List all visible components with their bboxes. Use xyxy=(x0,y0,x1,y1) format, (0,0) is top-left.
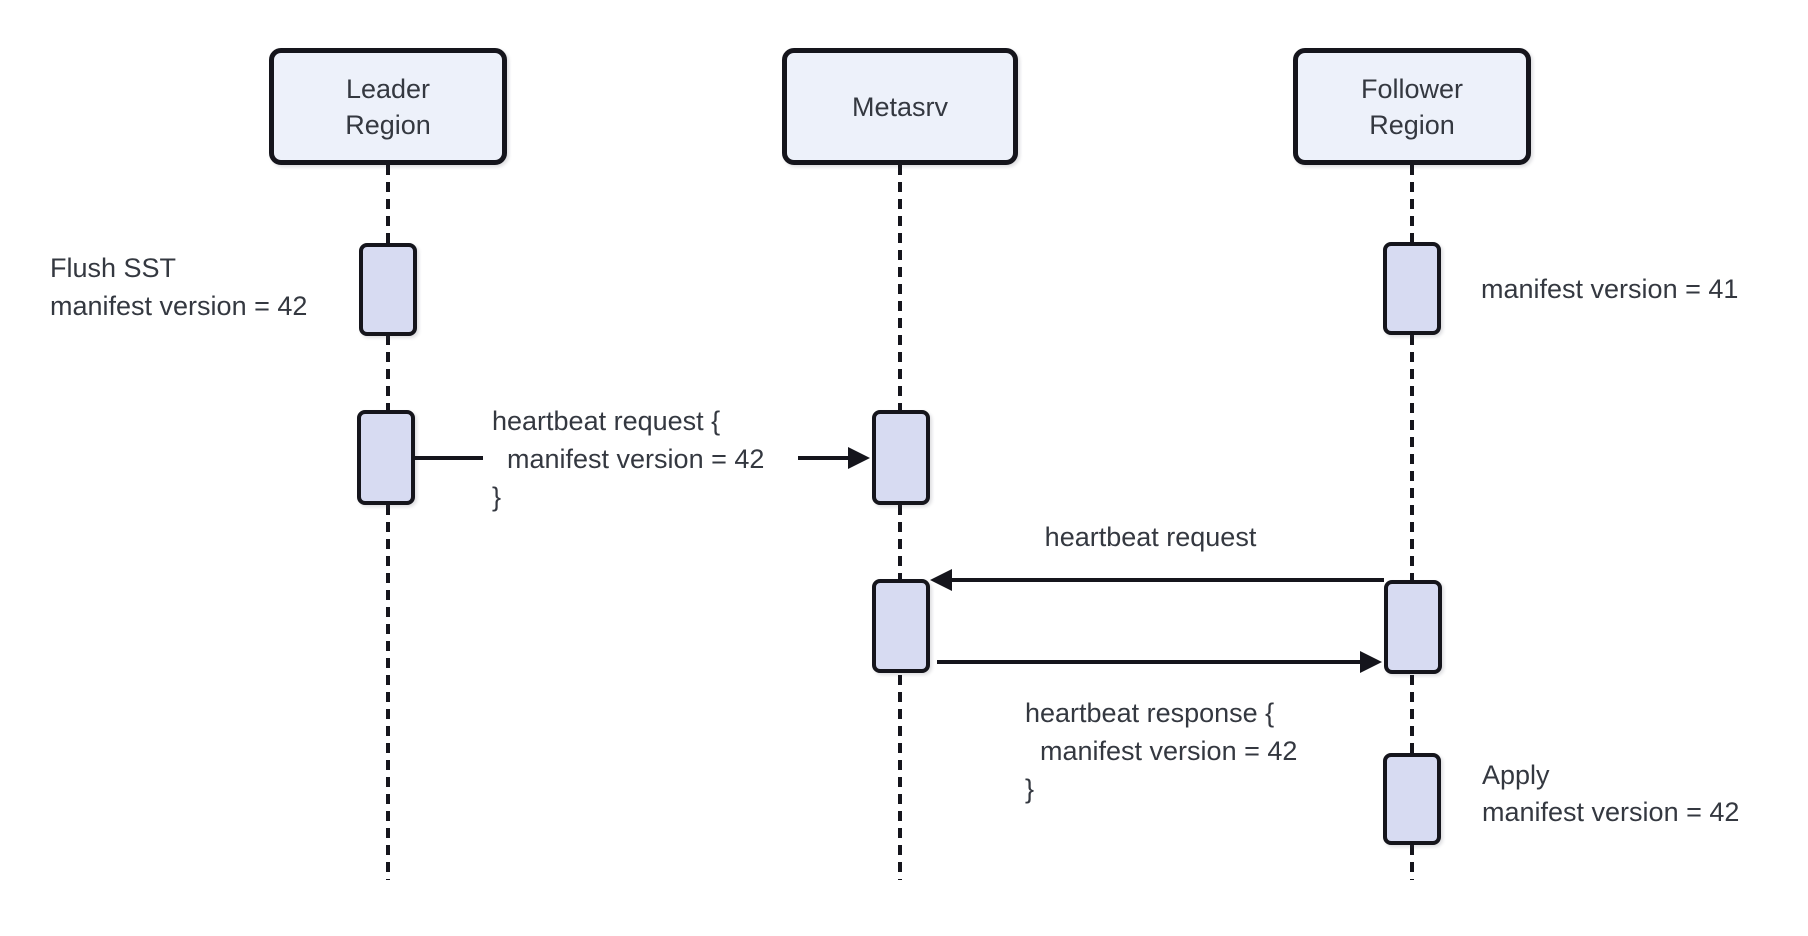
message-1-line-left xyxy=(415,456,483,460)
participant-leader-region-label: Leader Region xyxy=(345,73,431,140)
arrowhead-right-icon xyxy=(848,447,870,469)
message-3-label: heartbeat response { manifest version = … xyxy=(1025,698,1298,804)
note-apply-manifest-42: Apply manifest version = 42 xyxy=(1482,760,1740,827)
note-flush-sst: Flush SST manifest version = 42 xyxy=(50,253,308,321)
activation-leader-flush xyxy=(359,243,417,336)
activation-follower-heartbeat xyxy=(1384,580,1442,674)
participant-follower-region-label: Follower Region xyxy=(1360,73,1464,140)
activation-follower-v41 xyxy=(1383,242,1441,335)
message-1-label: heartbeat request { manifest version = 4… xyxy=(492,406,765,512)
message-3-line xyxy=(937,660,1361,664)
participant-follower-region-box: Follower Region xyxy=(1293,48,1531,165)
activation-metasrv-heartbeat-1 xyxy=(872,410,930,505)
participant-leader-region-box: Leader Region xyxy=(269,48,507,165)
message-2-line xyxy=(950,578,1384,582)
activation-follower-apply xyxy=(1383,753,1441,845)
arrowhead-right-icon xyxy=(1360,651,1382,673)
note-manifest-version-41: manifest version = 41 xyxy=(1481,274,1739,304)
activation-leader-heartbeat xyxy=(357,410,415,505)
participant-metasrv-box: Metasrv xyxy=(782,48,1018,165)
activation-metasrv-heartbeat-2 xyxy=(872,579,930,673)
message-1-line-right xyxy=(798,456,850,460)
lifeline-leader-region xyxy=(386,165,390,880)
participant-metasrv-label: Metasrv xyxy=(851,91,949,122)
arrowhead-left-icon xyxy=(930,569,952,591)
lifeline-metasrv xyxy=(898,165,902,880)
message-2-label: heartbeat request xyxy=(1044,522,1257,552)
lifeline-follower-region xyxy=(1410,165,1414,880)
